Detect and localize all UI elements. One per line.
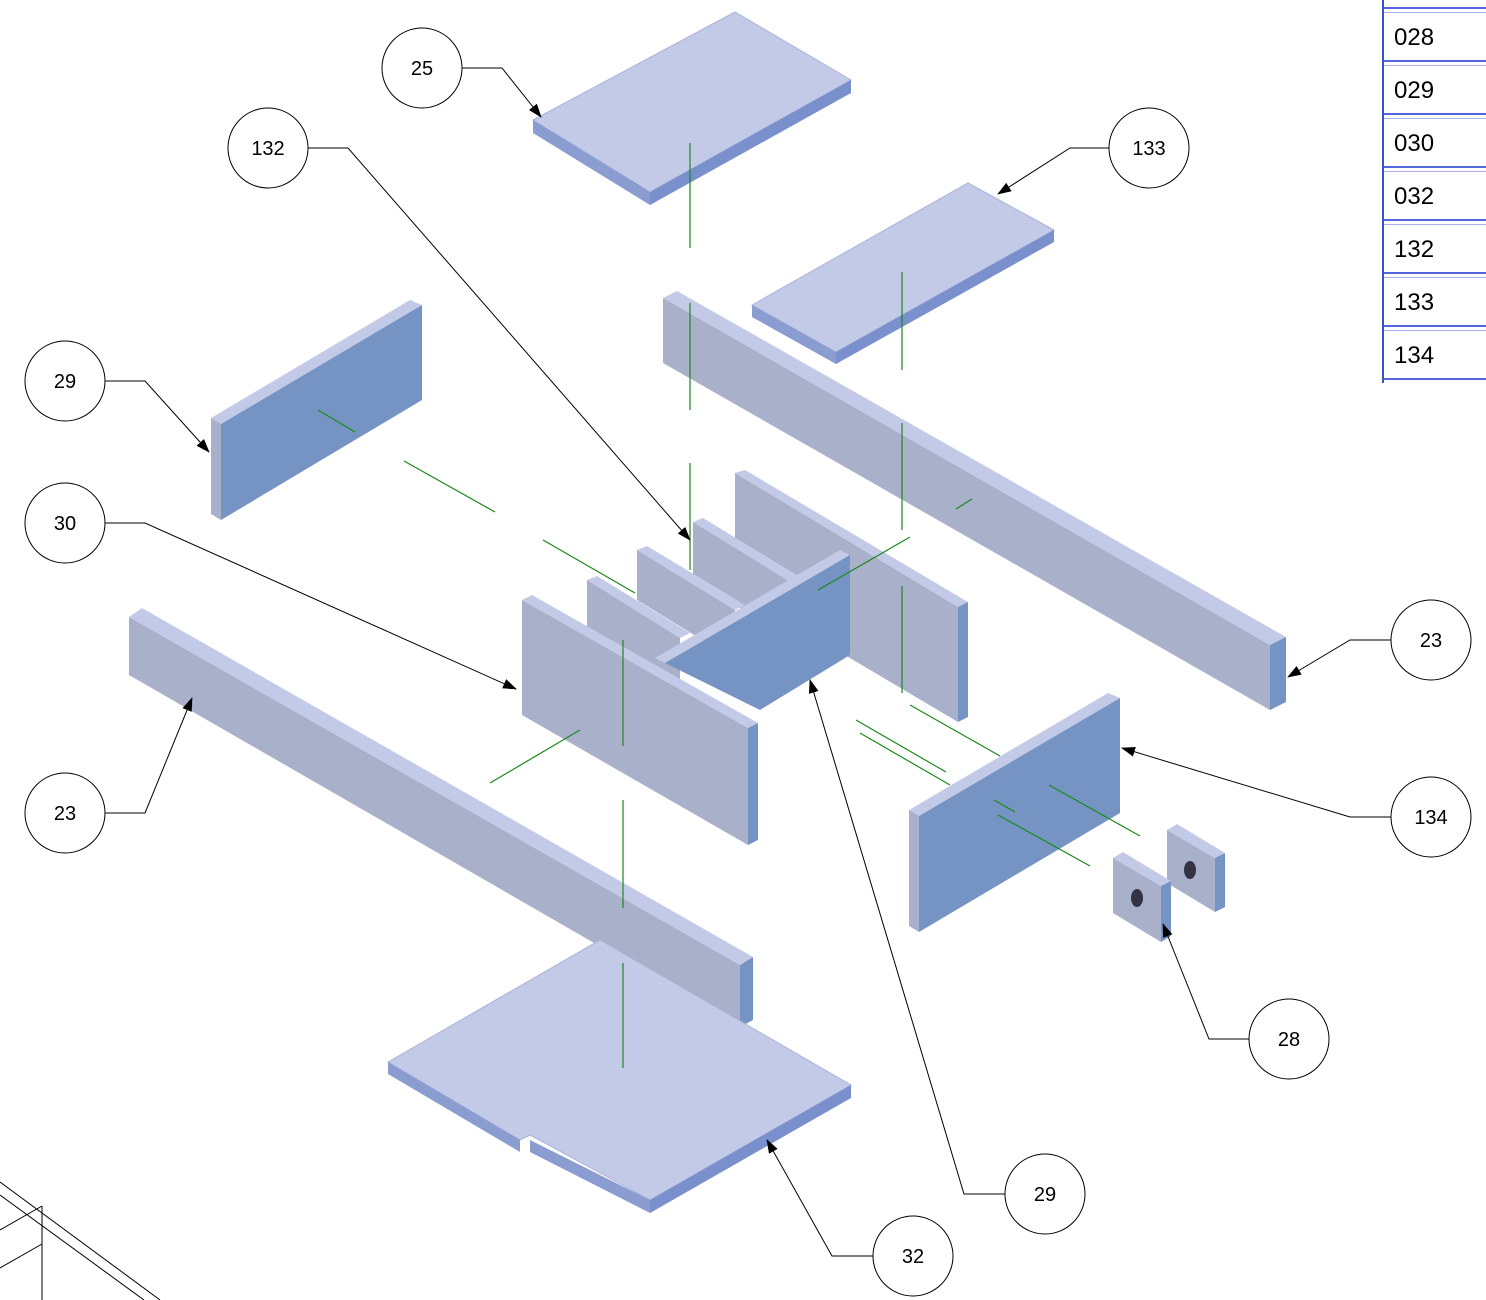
- part-134-end-panel: [909, 693, 1120, 932]
- part-32-base-plate: [387, 939, 853, 1213]
- bom-row: 134: [1384, 330, 1486, 380]
- bom-row: 032: [1384, 171, 1486, 221]
- part-central-frame: [522, 470, 968, 845]
- part-29-side-panel-left: [211, 300, 422, 520]
- part-28-spacers: [1113, 824, 1225, 942]
- svg-text:29: 29: [54, 371, 76, 393]
- svg-text:133: 133: [1132, 138, 1165, 160]
- part-25-top-plate: [531, 11, 853, 205]
- centerlines: [317, 143, 1141, 1068]
- balloon-30: 30: [24, 482, 106, 564]
- balloon-23-right: 23: [1390, 599, 1472, 681]
- part-133-plate: [750, 182, 1056, 364]
- balloon-23-left: 23: [24, 772, 106, 854]
- balloon-32: 32: [872, 1215, 954, 1297]
- svg-text:30: 30: [54, 513, 76, 535]
- bom-row: 028: [1384, 12, 1486, 62]
- balloon-134: 134: [1390, 776, 1472, 858]
- svg-text:132: 132: [251, 138, 284, 160]
- svg-text:29: 29: [1034, 1184, 1056, 1206]
- balloon-133: 133: [1108, 107, 1190, 189]
- balloon-25: 25: [381, 27, 463, 109]
- balloon-28: 28: [1248, 998, 1330, 1080]
- bom-row: 132: [1384, 224, 1486, 274]
- bom-row: 025: [1384, 0, 1486, 9]
- partial-detail-view: [0, 1181, 161, 1300]
- balloons: 25 132 133 29 30 23 23 134: [24, 27, 1472, 1297]
- bom-row: 029: [1384, 65, 1486, 115]
- balloon-29-upper: 29: [24, 340, 106, 422]
- svg-text:32: 32: [902, 1246, 924, 1268]
- svg-text:23: 23: [1420, 630, 1442, 652]
- part-23-rail-left: [129, 608, 753, 1027]
- svg-text:23: 23: [54, 803, 76, 825]
- bom-table: 025 028 029 030 032 132 133 134: [1382, 0, 1486, 383]
- bom-row: 133: [1384, 277, 1486, 327]
- bom-row: 030: [1384, 118, 1486, 168]
- svg-text:28: 28: [1278, 1029, 1300, 1051]
- part-23-rail-right: [663, 291, 1286, 710]
- balloon-29-lower: 29: [1004, 1153, 1086, 1235]
- leader-lines: [104, 67, 1391, 1257]
- svg-text:25: 25: [411, 58, 433, 80]
- balloon-132: 132: [227, 107, 309, 189]
- svg-text:134: 134: [1414, 807, 1447, 829]
